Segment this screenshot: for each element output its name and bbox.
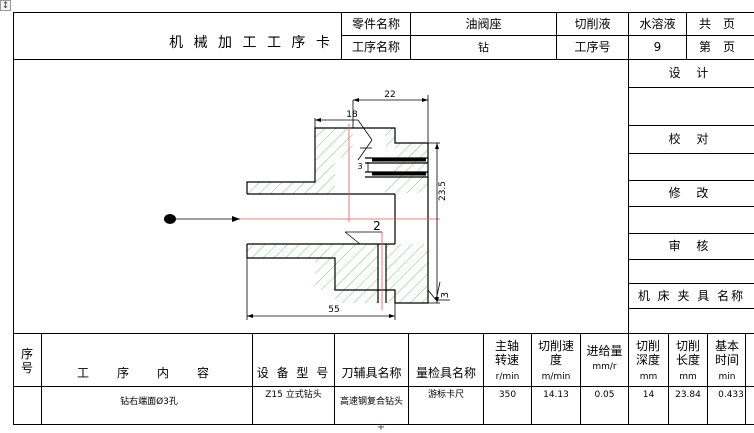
card-title: 机 械 加 工 工 序 卡 bbox=[169, 34, 333, 51]
header-time-unit: min bbox=[718, 372, 736, 383]
header-gauge: 量检具名称 bbox=[415, 365, 476, 380]
revise-label: 修 改 bbox=[668, 186, 715, 201]
header-spindle-unit: r/min bbox=[495, 372, 520, 383]
row-content[interactable]: 钻右端面Ø3孔 bbox=[120, 396, 178, 407]
part-name-value[interactable]: 油阀座 bbox=[465, 16, 502, 31]
row-feed[interactable]: 0.05 bbox=[594, 389, 615, 400]
row-length[interactable]: 23.84 bbox=[675, 389, 701, 400]
coolant-label: 切削液 bbox=[574, 16, 611, 31]
process-name-label: 工序名称 bbox=[351, 40, 400, 55]
header-seq: 序号 bbox=[20, 346, 33, 375]
header-speed: 切削速 度 bbox=[537, 338, 574, 367]
dim-18: 18 bbox=[346, 109, 358, 120]
part-name-label: 零件名称 bbox=[351, 16, 400, 31]
table-move-handle-icon[interactable]: ↕ bbox=[0, 0, 11, 11]
header-time: 基本时间 bbox=[714, 338, 739, 367]
header-content: 工 序 内 容 bbox=[76, 365, 217, 380]
row-spindle[interactable]: 350 bbox=[498, 389, 517, 400]
roughness-value: 3 bbox=[440, 291, 451, 299]
process-name-value[interactable]: 钻 bbox=[478, 40, 489, 54]
dim-23-5: 23.5 bbox=[437, 180, 448, 202]
design-label: 设 计 bbox=[668, 66, 715, 81]
hatched-section bbox=[247, 128, 428, 303]
review-label: 审 核 bbox=[668, 239, 715, 254]
process-no-value[interactable]: 9 bbox=[653, 40, 662, 55]
add-row-icon[interactable]: + bbox=[376, 422, 386, 433]
header-depth: 切削深度 bbox=[635, 338, 660, 367]
row-time[interactable]: 0.433 bbox=[718, 389, 744, 400]
row-equipment[interactable]: Z15 立式钻头 bbox=[265, 389, 322, 400]
dim-22: 22 bbox=[384, 89, 396, 100]
header-depth-unit: mm bbox=[639, 372, 658, 383]
coolant-value[interactable]: 水溶液 bbox=[639, 16, 676, 31]
header-length-unit: mm bbox=[679, 372, 697, 383]
row-gauge[interactable]: 游标卡尺 bbox=[427, 389, 464, 400]
dim-55: 55 bbox=[328, 305, 340, 316]
header-tool: 刀辅具名称 bbox=[341, 365, 402, 380]
header-feed-unit: mm/r bbox=[592, 362, 617, 373]
fixture-label: 机 床 夹 具 名称 bbox=[637, 288, 746, 303]
reference-point-icon bbox=[164, 214, 176, 224]
total-pages-label: 共 页 bbox=[698, 16, 735, 31]
process-no-label: 工序号 bbox=[574, 40, 611, 55]
header-spindle: 主轴转速 bbox=[494, 338, 519, 367]
header-speed-unit: m/min bbox=[541, 372, 571, 383]
header-equipment: 设 备 型 号 bbox=[256, 365, 331, 380]
row-speed[interactable]: 14.13 bbox=[543, 389, 569, 400]
row-seq[interactable] bbox=[14, 387, 41, 423]
header-feed: 进给量 bbox=[586, 343, 623, 358]
dim-3-top: 3 bbox=[357, 162, 363, 172]
header-length: 切削长度 bbox=[675, 338, 700, 367]
check-label: 校 对 bbox=[668, 132, 715, 147]
page-no-label: 第 页 bbox=[698, 40, 735, 55]
row-depth[interactable]: 14 bbox=[642, 389, 655, 400]
dim-2: 2 bbox=[373, 218, 381, 233]
row-tool[interactable]: 高速钢复合钻头 bbox=[340, 396, 404, 407]
